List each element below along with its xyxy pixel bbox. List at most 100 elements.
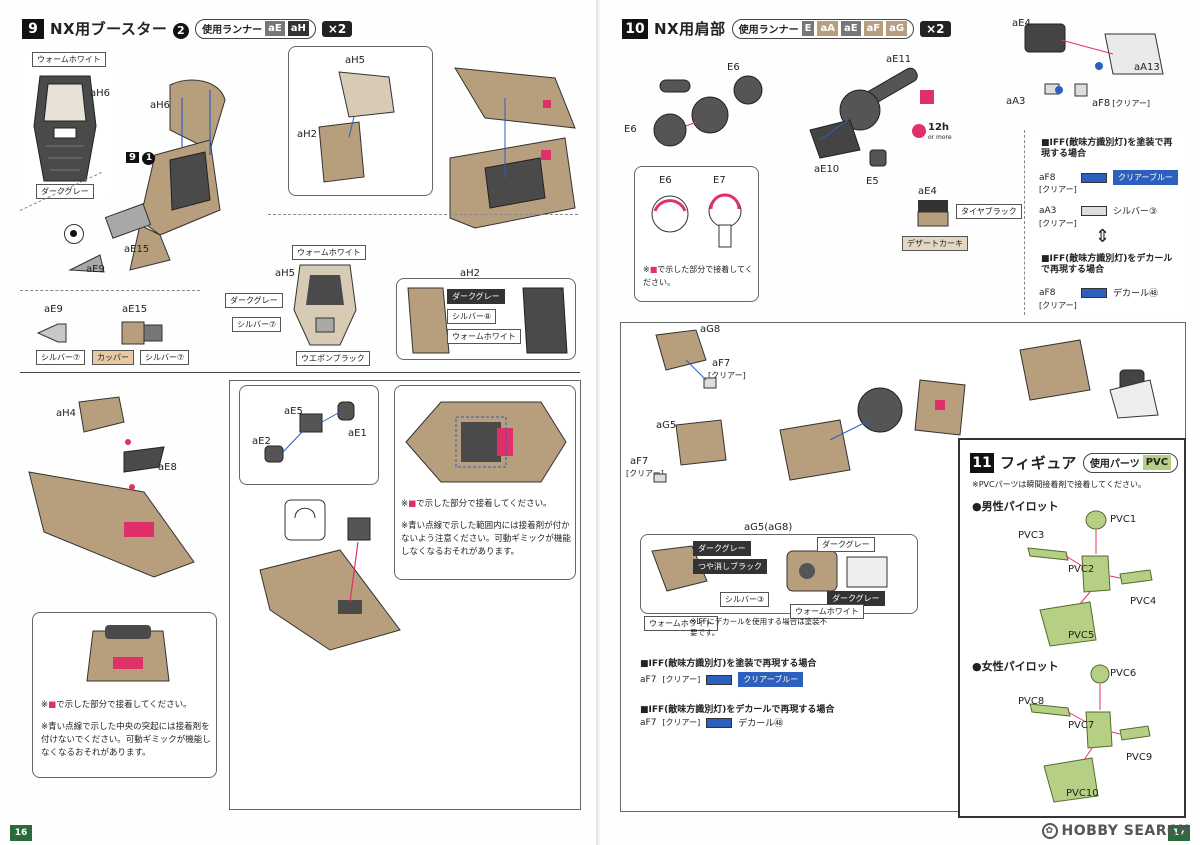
step10-title: NX用肩部 [654, 20, 726, 38]
clear-tag: [クリアー] [1039, 301, 1077, 310]
pvc-note: ※PVCパーツは瞬間接着剤で接着してください。 [972, 480, 1146, 489]
part-label-ae11: aE11 [886, 54, 912, 65]
step9-header: 9 NX用ブースター 2 使用ランナー aE aH ×2 [22, 18, 353, 39]
step9-multiplier: ×2 [321, 20, 353, 37]
clock-icon [912, 124, 926, 138]
page-number: 16 [10, 825, 32, 841]
color-tag: デザートカーキ [902, 236, 968, 251]
part-label-ae4: aE4 [918, 186, 937, 197]
swap-arrow-icon: ⇕ [1095, 226, 1111, 247]
color-tag: カッパー [92, 350, 134, 365]
part-label-ae9: aE9 [44, 304, 63, 315]
color-swatch [1081, 172, 1107, 183]
color-tag: ウォームホワイト [644, 616, 718, 631]
part-label-ae4: aE4 [1012, 18, 1031, 29]
step11-title: フィギュア [1000, 454, 1077, 472]
iff-row: aF7 [クリアー] デカール㊽ [640, 717, 784, 729]
color-tag: ダークグレー [36, 184, 94, 199]
booster-assembly-illustration [68, 79, 226, 273]
step9-number: 9 [22, 18, 44, 39]
glue-note: ※■で示した部分で接着してください。 [643, 265, 753, 287]
e6-joint-illustration [653, 75, 763, 147]
clear-tag: [クリアー] [1039, 185, 1077, 194]
cure-time-label: 12h [928, 122, 950, 133]
left-page: 9 NX用ブースター 2 使用ランナー aE aH ×2 ウォームホワイト ダー… [10, 18, 581, 841]
color-tag: ウォームホワイト [32, 52, 106, 67]
e6-e7-glue-illustration [651, 193, 742, 248]
part-label-ae2: aE2 [252, 436, 271, 447]
section-divider [20, 372, 580, 373]
part-label-ag8: aG8 [700, 324, 721, 335]
color-tag: ウォームホワイト [790, 604, 864, 619]
part-label-pvc2: PVC2 [1068, 564, 1095, 575]
part-label-pvc9: PVC9 [1126, 752, 1153, 763]
step10-number: 10 [622, 18, 648, 39]
iff-paint-heading: ■IFF(敵味方識別灯)を塗装で再現する場合 [640, 659, 817, 669]
caution-note: ※青い点線で示した範囲内には接着剤が付かないよう注意ください。可動ギミックが機能… [401, 521, 571, 557]
part-label-e6: E6 [727, 62, 740, 73]
color-tag: シルバー⑦ [36, 350, 86, 365]
part-label-pvc7: PVC7 [1068, 720, 1095, 731]
part-label-ag5: aG5 [656, 420, 677, 431]
hobby-search-logo-icon: ✿ [1041, 823, 1058, 839]
color-tag: ダークグレー [225, 293, 283, 308]
part-label-ah6: aH6 [150, 100, 171, 111]
step11-frame: 11 フィギュア 使用パーツ PVC ※PVCパーツは瞬間接着剤で接着してくださ… [958, 438, 1186, 818]
caution-note: ※青い点線で示した中央の突起には接着剤を付けないでください。可動ギミックが機能し… [41, 722, 211, 758]
iff-paint-heading: ■IFF(敵味方識別灯)を塗装で再現する場合 [1041, 138, 1173, 159]
ae9-ae15-color-illustration [36, 321, 163, 345]
color-swatch [706, 674, 733, 685]
shoulder-assembly-illustration [779, 379, 966, 481]
ag5-color-title: aG5(aG8) [744, 522, 793, 533]
glue-point-illustration [86, 625, 170, 682]
booster-assembled-illustration [449, 67, 576, 229]
divider [20, 290, 200, 291]
ah5-ah2-illustration [318, 71, 395, 183]
clear-tag: [クリアー] [708, 371, 746, 380]
color-tag: ダークグレー [817, 537, 875, 552]
part-label-pvc6: PVC6 [1110, 668, 1137, 679]
male-pilot-heading: ●男性パイロット [972, 500, 1059, 513]
step11-header: 11 フィギュア 使用パーツ PVC [970, 452, 1179, 473]
color-tag: シルバー③ [720, 592, 770, 607]
step10-multiplier: ×2 [920, 20, 951, 37]
divider [268, 214, 578, 215]
watermark: ✿ HOBBY SEARCH [1041, 823, 1190, 839]
part-label-pvc4: PVC4 [1130, 596, 1157, 607]
part-label-ae15: aE15 [124, 244, 150, 255]
color-tag: ダークグレー [693, 541, 751, 556]
socket-detail-icon [64, 224, 84, 244]
ah2-color-illustration [407, 287, 568, 354]
part-label-ah2: aH2 [297, 129, 318, 140]
part-label-ae5: aE5 [284, 406, 303, 417]
step10-runner: 使用ランナー E aA aE aF aG [731, 18, 915, 39]
color-tag: ウエポンブラック [296, 351, 370, 366]
color-tag: シルバー⑦ [140, 350, 190, 365]
color-tag: つや消しブラック [693, 559, 767, 574]
clear-tag: [クリアー] [1039, 219, 1077, 228]
male-pilot-illustration [1027, 510, 1153, 647]
ah6-color-panel: ウォームホワイト ダークグレー [22, 48, 112, 203]
iff-row: aA3 シルバー③ [1039, 205, 1158, 217]
step9-title: NX用ブースター 2 [50, 18, 190, 39]
page-number: 17 [1168, 825, 1190, 841]
part-label-e6: E6 [659, 175, 672, 186]
clear-tag: [クリアー] [626, 469, 664, 478]
glue-caution-panel: ※■で示した部分で接着してください。 ※青い点線で示した範囲内には接着剤が付かな… [394, 385, 576, 580]
shoulder-final-illustration [1019, 339, 1159, 419]
part-label-pvc1: PVC1 [1110, 514, 1137, 525]
color-tag: シルバー⑧ [447, 309, 497, 324]
iff-decal-heading: ■IFF(敵味方識別灯)をデカールで再現する場合 [640, 705, 835, 715]
part-label-pvc5: PVC5 [1068, 630, 1095, 641]
part-label-aa3: aA3 [1006, 96, 1026, 107]
ag5-color-illustration [651, 545, 888, 592]
part-label-ae8: aE8 [158, 462, 177, 473]
ah2-color-panel: ダークグレー シルバー⑧ ウォームホワイト [396, 278, 576, 360]
ah5-ah2-detail-panel: aH5 aH2 [288, 46, 433, 196]
part-label-aa13: aA13 [1134, 62, 1160, 73]
ae4-aa13-illustration [1024, 23, 1164, 97]
ag5-note: ※IFFにデカールを使用する場合は塗装不要です。 [690, 617, 828, 637]
glue-note: ※■で示した部分で接着してください。 [401, 499, 552, 509]
ae5-ae2-ae1-illustration [264, 401, 355, 463]
